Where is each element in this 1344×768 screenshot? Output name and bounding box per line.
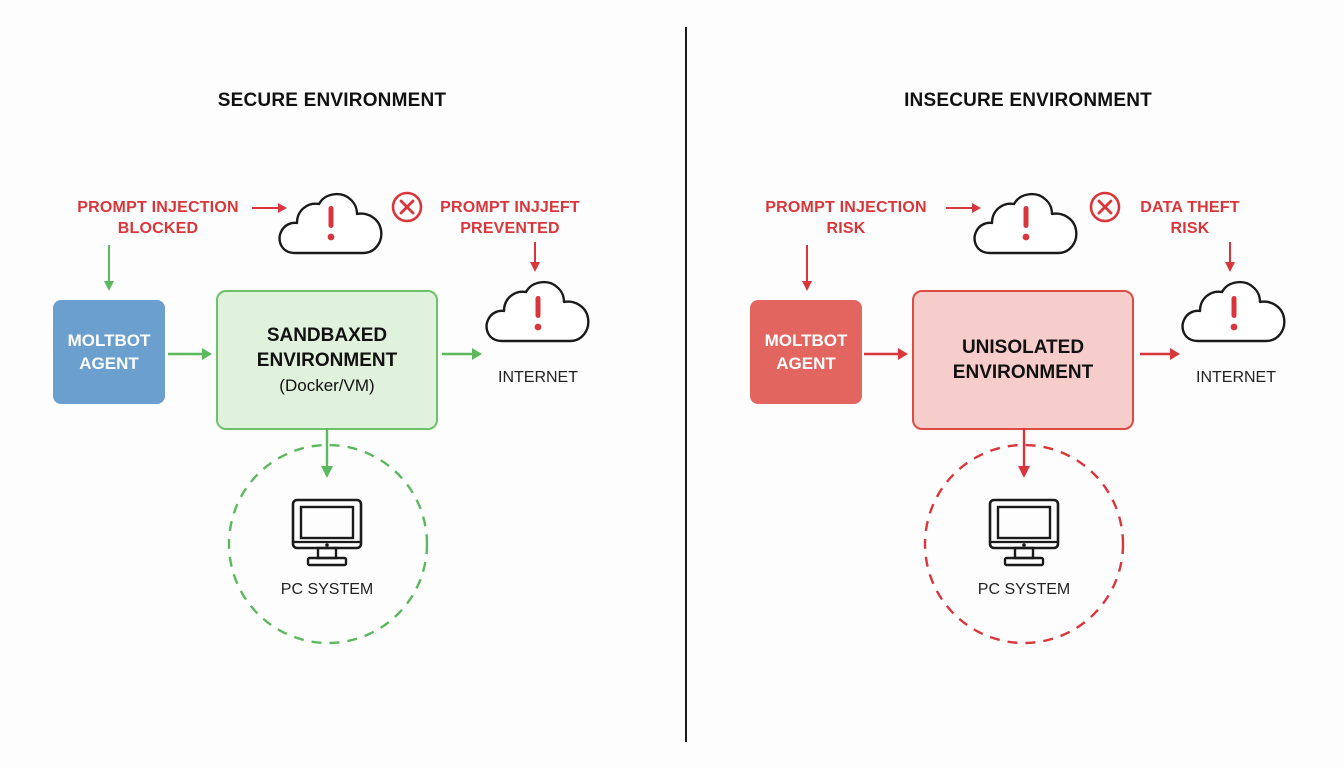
insecure-arrow-to-threat-cloud: [946, 203, 981, 213]
insecure-unisolated-environment-box[interactable]: UNISOLATED ENVIRONMENT: [912, 290, 1134, 430]
secure-arrow-agent-to-env: [168, 348, 212, 360]
secure-arrow-to-internet: [530, 242, 540, 272]
insecure-arrow-to-agent: [802, 245, 812, 291]
label-line: PROMPT INJECTION: [765, 199, 927, 216]
insecure-pc-monitor-icon: [988, 498, 1060, 570]
agent-label-line: AGENT: [79, 354, 139, 373]
agent-label-line: MOLTBOT: [67, 331, 151, 350]
label-line: PROMPT INJJEFT: [440, 199, 580, 216]
insecure-exposure-boundary: [923, 443, 1125, 645]
env-label-line: SANDBAXED: [266, 324, 388, 346]
secure-isolation-boundary: [227, 443, 429, 645]
secure-title: SECURE ENVIRONMENT: [217, 90, 447, 111]
env-label-line: ENVIRONMENT: [952, 362, 1094, 383]
insecure-internet-label: INTERNET: [1196, 369, 1276, 386]
secure-threat-label-left: PROMPT INJECTION BLOCKED: [58, 197, 258, 239]
label-line: RISK: [826, 220, 866, 237]
insecure-threat-cloud-icon: [970, 190, 1082, 256]
secure-threat-label-right: PROMPT INJJEFT PREVENTED: [420, 197, 600, 239]
secure-threat-cloud-icon: [275, 190, 387, 256]
insecure-agent-box[interactable]: MOLTBOT AGENT: [750, 300, 862, 404]
secure-internet-cloud-icon: [482, 278, 594, 344]
secure-internet-label: INTERNET: [498, 369, 578, 386]
label-line: PREVENTED: [460, 220, 560, 237]
label-line: PROMPT INJECTION: [77, 199, 239, 216]
insecure-arrow-env-to-internet: [1140, 348, 1180, 360]
alert-exclamation-icon: [325, 206, 337, 247]
insecure-arrow-to-internet: [1225, 242, 1235, 272]
secure-agent-box[interactable]: MOLTBOT AGENT: [53, 300, 165, 404]
alert-exclamation-icon: [1020, 206, 1032, 247]
insecure-pc-label: PC SYSTEM: [977, 581, 1071, 598]
insecure-title: INSECURE ENVIRONMENT: [904, 90, 1152, 111]
agent-label-line: AGENT: [776, 354, 836, 373]
label-line: RISK: [1170, 220, 1210, 237]
env-label-line: UNISOLATED: [961, 337, 1085, 358]
secure-pc-label: PC SYSTEM: [280, 581, 374, 598]
secure-pc-monitor-icon: [291, 498, 363, 570]
insecure-threat-label-right: DATA THEFT RISK: [1120, 197, 1260, 239]
secure-x-circle-icon: [391, 191, 423, 223]
secure-arrow-to-agent: [104, 245, 114, 291]
alert-exclamation-icon: [532, 296, 544, 337]
secure-arrow-env-to-internet: [442, 348, 482, 360]
secure-sandbox-environment-box[interactable]: SANDBAXED ENVIRONMENT (Docker/VM): [216, 290, 438, 430]
alert-exclamation-icon: [1228, 296, 1240, 337]
label-line: BLOCKED: [117, 220, 199, 237]
env-sublabel: (Docker/VM): [279, 375, 375, 395]
secure-arrow-env-to-pc: [321, 428, 333, 478]
insecure-threat-label-left: PROMPT INJECTION RISK: [746, 197, 946, 239]
secure-arrow-to-threat-cloud: [252, 203, 287, 213]
insecure-arrow-agent-to-env: [864, 348, 908, 360]
env-label-line: ENVIRONMENT: [256, 349, 398, 371]
insecure-arrow-env-to-pc: [1018, 428, 1030, 478]
insecure-x-circle-icon: [1089, 191, 1121, 223]
insecure-internet-cloud-icon: [1178, 278, 1290, 344]
panel-divider: [685, 27, 687, 742]
agent-label-line: MOLTBOT: [764, 331, 848, 350]
label-line: DATA THEFT: [1140, 199, 1240, 216]
